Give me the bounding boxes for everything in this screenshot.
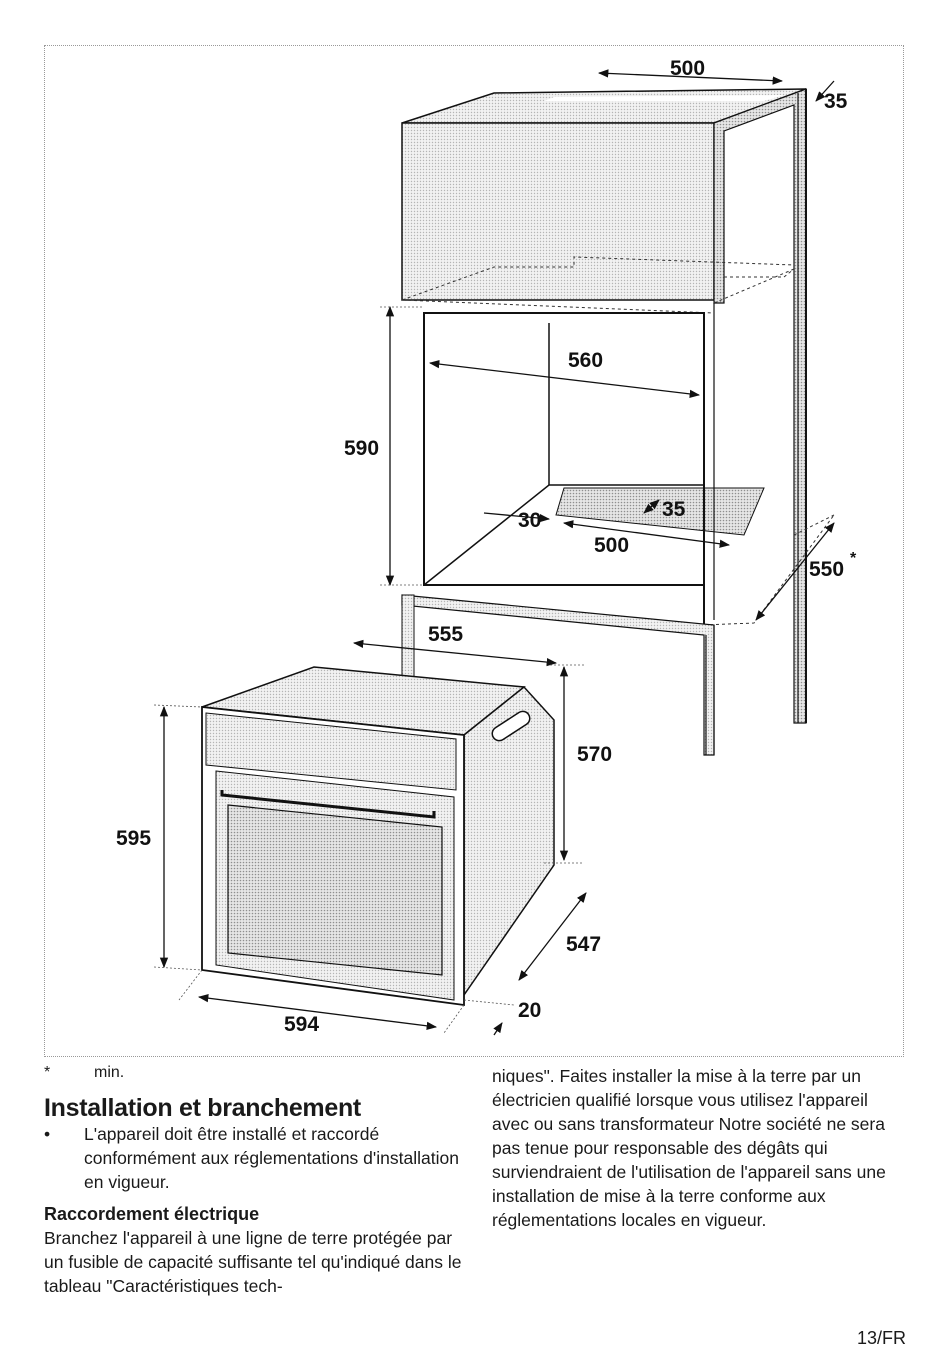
dim-oven-height-side: 570 xyxy=(577,743,612,766)
dim-floor-width: 500 xyxy=(594,534,629,557)
dim-niche-width: 560 xyxy=(568,349,603,372)
dim-oven-body-depth: 547 xyxy=(566,933,601,956)
right-column: niques". Faites installer la mise à la t… xyxy=(492,1064,907,1232)
dim-front-thickness: 20 xyxy=(518,999,541,1022)
oven xyxy=(201,666,555,1007)
dim-niche-depth-mark: * xyxy=(850,550,857,567)
bullet-text: L'appareil doit être installé et raccord… xyxy=(84,1124,459,1192)
dim-oven-height: 595 xyxy=(116,827,151,850)
footnote-marker: * xyxy=(44,1064,51,1081)
section-title: Installation et branchement xyxy=(44,1094,361,1122)
dim-top-depth: 35 xyxy=(824,90,848,113)
dim-floor-depth: 35 xyxy=(662,498,686,521)
extension-lines xyxy=(153,306,584,1034)
bullet-marker: • xyxy=(44,1124,51,1144)
dim-oven-width: 594 xyxy=(284,1013,319,1036)
dim-floor-gap: 30 xyxy=(518,509,541,532)
dim-niche-height: 590 xyxy=(344,437,379,460)
subheading: Raccordement électrique xyxy=(44,1204,260,1224)
bullet-item: • L'appareil doit être installé et racco… xyxy=(44,1122,464,1194)
dim-top-width: 500 xyxy=(670,57,705,80)
paragraph-left: Branchez l'appareil à une ligne de terre… xyxy=(44,1228,462,1296)
footnote-text: min. xyxy=(94,1064,125,1081)
dim-oven-depth: 555 xyxy=(428,623,463,646)
left-column: Installation et branchement • L'appareil… xyxy=(44,1092,464,1298)
niche xyxy=(423,303,835,626)
paragraph-right: niques". Faites installer la mise à la t… xyxy=(492,1066,886,1230)
page-number: 13/FR xyxy=(856,1328,906,1348)
cabinet-top-box xyxy=(401,88,807,724)
installation-diagram: 500 35 560 590 30 35 500 550 * 555 570 5… xyxy=(116,57,857,1036)
footnote: * min. xyxy=(44,1064,124,1082)
dim-niche-depth: 550 xyxy=(809,558,844,581)
dimension-lines xyxy=(159,69,835,1036)
diagram-frame xyxy=(44,45,904,1057)
